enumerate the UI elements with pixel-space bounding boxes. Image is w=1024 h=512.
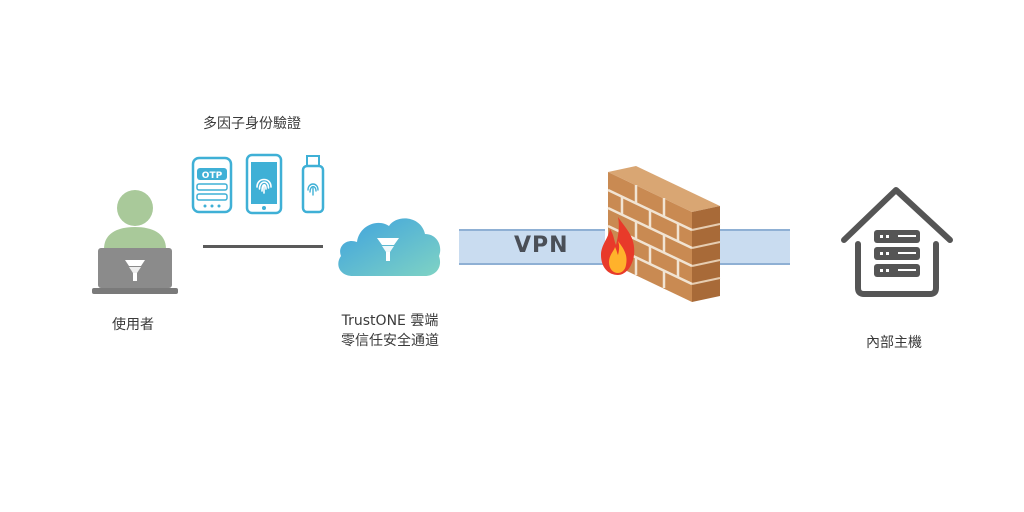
vpn-label: VPN (514, 233, 569, 258)
cloud-icon (333, 210, 443, 280)
vpn-tunnel-right (716, 229, 790, 265)
usb-key-fingerprint-icon (301, 154, 325, 214)
cloud-label-line1: TrustONE 雲端 (341, 313, 439, 329)
mfa-label: 多因子身份驗證 (203, 116, 301, 132)
cloud-label-line2: 零信任安全通道 (341, 333, 439, 349)
internal-host-label: 內部主機 (866, 335, 922, 351)
flame-icon (598, 215, 638, 277)
house-server-icon (838, 184, 958, 300)
connector-line (203, 245, 323, 248)
otp-text: OTP (202, 171, 223, 181)
user-label: 使用者 (112, 317, 154, 333)
user-icon (100, 189, 170, 251)
vpn-tunnel-left (459, 229, 605, 265)
smartphone-fingerprint-icon (245, 153, 283, 215)
laptop-icon (92, 246, 178, 296)
firewall-icon (600, 166, 725, 306)
otp-device-icon: OTP (191, 156, 233, 214)
